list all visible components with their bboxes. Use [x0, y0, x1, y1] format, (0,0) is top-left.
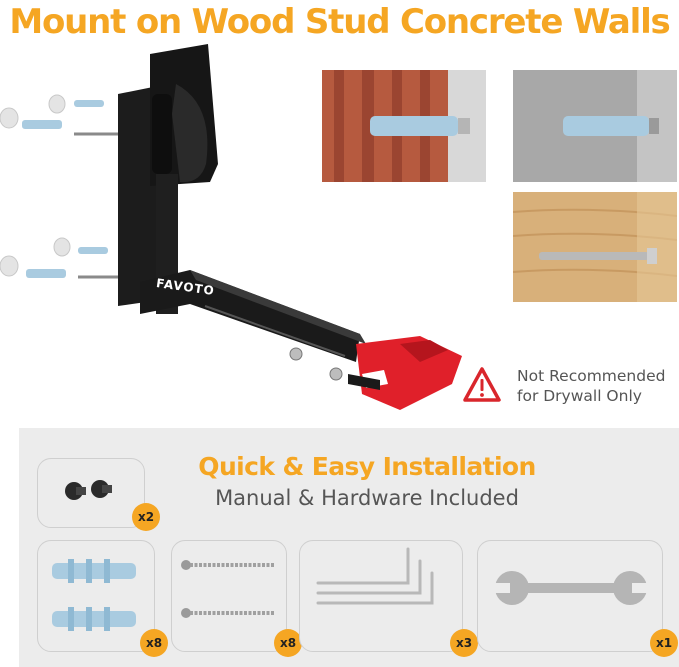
installation-subtitle: Manual & Hardware Included: [215, 486, 519, 510]
brick-wall-photo: [322, 70, 486, 182]
count-badge-hex-keys: x3: [450, 629, 478, 657]
hex-key-icon: [316, 547, 434, 605]
bolt-icon: [65, 480, 112, 500]
exploded-hardware-top: [0, 94, 120, 136]
count-badge-bolts: x2: [132, 503, 160, 531]
hardware-card-anchors: x8: [37, 540, 168, 657]
hardware-card-wrench: x1: [477, 540, 678, 657]
count-badge-wrench: x1: [650, 629, 678, 657]
wall-anchor-icon: [52, 559, 136, 631]
wrench-icon: [492, 571, 650, 605]
warning-line-1: Not Recommended: [517, 367, 666, 385]
product-image: FAVOTO: [0, 44, 480, 424]
hardware-card-screws: x8: [171, 540, 302, 657]
wood-stud-photo: [513, 192, 677, 302]
concrete-wall-photo: [513, 70, 677, 182]
headline: Mount on Wood Stud Concrete Walls: [9, 2, 670, 42]
hardware-card-hex-keys: x3: [299, 540, 478, 657]
installation-title: Quick & Easy Installation: [198, 452, 536, 481]
warning-line-2: for Drywall Only: [517, 387, 642, 405]
count-badge-anchors: x8: [140, 629, 168, 657]
exploded-hardware-bottom: [0, 237, 124, 279]
installation-panel: Quick & Easy Installation Manual & Hardw…: [19, 428, 679, 667]
drywall-warning: Not Recommended for Drywall Only: [462, 364, 677, 412]
hardware-card-bolts: x2: [37, 458, 160, 531]
screw-icon: [181, 560, 274, 618]
warning-triangle-icon: [463, 367, 501, 402]
count-badge-screws: x8: [274, 629, 302, 657]
